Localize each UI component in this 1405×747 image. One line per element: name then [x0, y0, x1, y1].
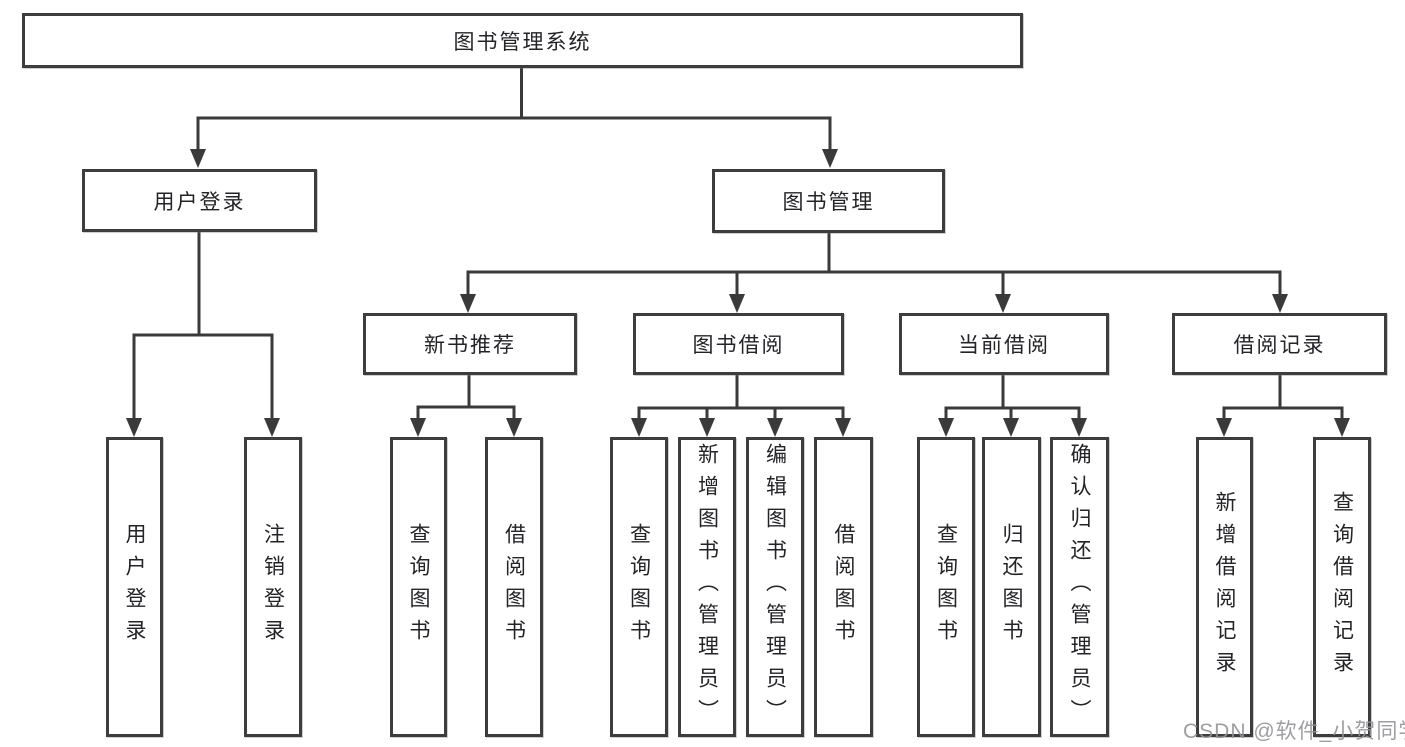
- leaf-edit-book-admin: 编辑图书（管理员）: [746, 437, 804, 737]
- leaf-query-borrow-record: 查询借阅记录: [1313, 437, 1371, 737]
- node-new-book-recommend-label: 新书推荐: [424, 334, 516, 357]
- leaf-query-books-current: 查询图书: [917, 437, 975, 737]
- leaf-query-books-recommend-label: 查询图书: [407, 523, 430, 651]
- node-book-management-label: 图书管理: [782, 191, 875, 214]
- leaf-add-borrow-record-label: 新增借阅记录: [1213, 491, 1236, 683]
- leaf-query-borrow-record-label: 查询借阅记录: [1330, 491, 1354, 683]
- leaf-borrow-books-recommend: 借阅图书: [485, 437, 543, 737]
- node-root-system: 图书管理系统: [22, 13, 1023, 68]
- leaf-query-books-current-label: 查询图书: [934, 523, 958, 651]
- node-borrow-records-label: 借阅记录: [1233, 334, 1326, 357]
- leaf-add-book-admin: 新增图书（管理员）: [678, 437, 736, 737]
- leaf-return-books: 归还图书: [982, 437, 1041, 737]
- leaf-logout-login-label: 注销登录: [261, 523, 285, 651]
- leaf-user-login: 用户登录: [106, 437, 163, 737]
- leaf-edit-book-admin-label: 编辑图书（管理员）: [763, 443, 787, 731]
- leaf-query-books-borrowing: 查询图书: [610, 437, 668, 737]
- node-new-book-recommend: 新书推荐: [363, 313, 577, 375]
- node-book-borrowing-label: 图书借阅: [692, 334, 785, 357]
- leaf-user-login-label: 用户登录: [123, 523, 146, 651]
- leaf-borrow-books-label: 借阅图书: [832, 523, 855, 651]
- csdn-watermark: CSDN @软件_小贺同学: [1183, 720, 1405, 743]
- node-borrow-records: 借阅记录: [1172, 313, 1387, 375]
- leaf-confirm-return-admin: 确认归还（管理员）: [1050, 437, 1109, 737]
- node-root-system-label: 图书管理系统: [453, 30, 592, 54]
- leaf-confirm-return-admin-label: 确认归还（管理员）: [1068, 443, 1091, 731]
- leaf-borrow-books-recommend-label: 借阅图书: [502, 523, 526, 651]
- leaf-query-books-recommend: 查询图书: [390, 437, 447, 737]
- leaf-borrow-books: 借阅图书: [814, 437, 873, 737]
- node-book-management: 图书管理: [712, 169, 945, 233]
- leaf-query-books-borrowing-label: 查询图书: [627, 523, 651, 651]
- node-book-borrowing: 图书借阅: [633, 313, 844, 375]
- leaf-add-book-admin-label: 新增图书（管理员）: [695, 443, 719, 731]
- node-user-login-label: 用户登录: [153, 190, 246, 214]
- node-current-borrowing-label: 当前借阅: [958, 334, 1050, 357]
- node-current-borrowing: 当前借阅: [899, 313, 1109, 375]
- leaf-add-borrow-record: 新增借阅记录: [1196, 437, 1253, 737]
- leaf-return-books-label: 归还图书: [1000, 523, 1023, 651]
- node-user-login: 用户登录: [82, 169, 317, 232]
- leaf-logout-login: 注销登录: [244, 437, 302, 737]
